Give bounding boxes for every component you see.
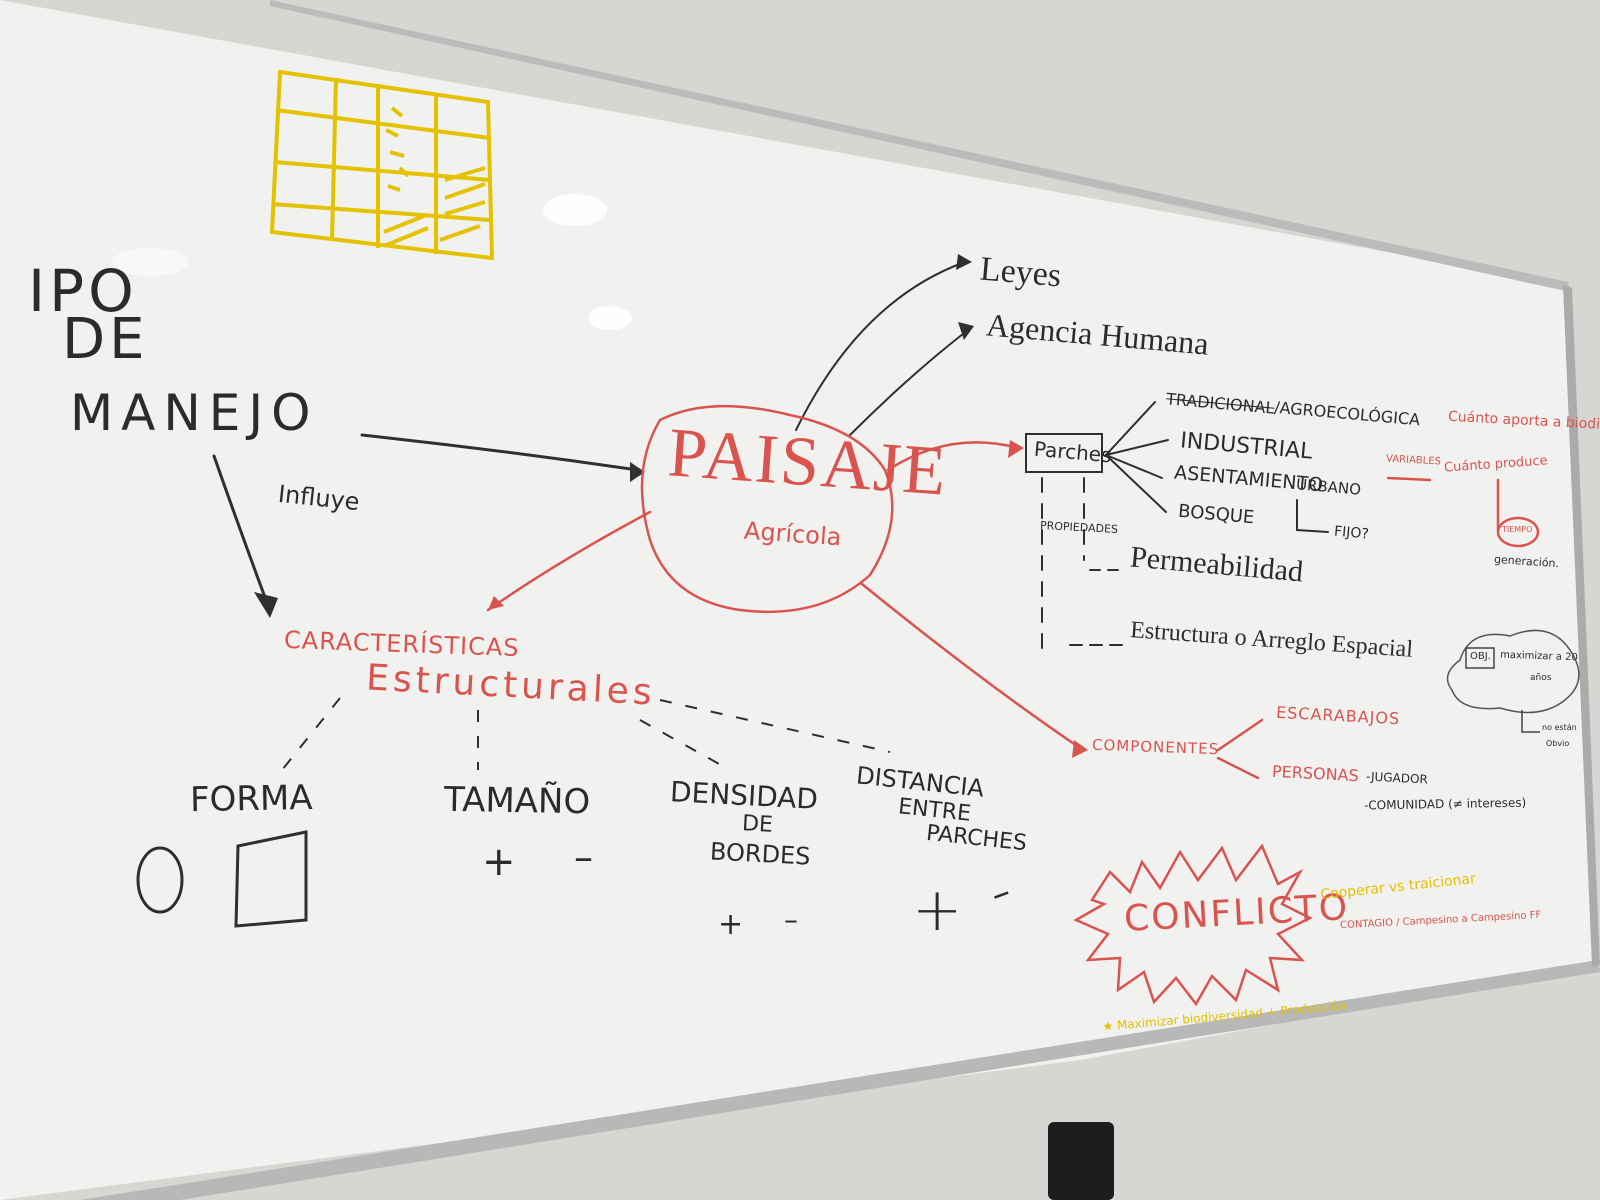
square-shape bbox=[234, 830, 308, 928]
yellow-grid-sketch bbox=[269, 69, 495, 261]
densidad-plus: + bbox=[718, 907, 744, 942]
manejo-label: MANEJO bbox=[70, 384, 319, 442]
arrow-componentes-to-escarabajos bbox=[1216, 718, 1264, 752]
circle-shape bbox=[136, 846, 184, 914]
arrowhead bbox=[488, 596, 504, 610]
leyes-label: Leyes bbox=[978, 250, 1063, 295]
jugador-label: -JUGADOR bbox=[1365, 769, 1429, 787]
arrow-paisaje-to-agencia bbox=[849, 329, 969, 436]
speaker-device bbox=[1048, 1122, 1114, 1200]
light-glare bbox=[112, 248, 188, 276]
densidad-line3: BORDES bbox=[709, 837, 812, 871]
arrow-paisaje-to-leyes bbox=[795, 261, 966, 431]
fijo-label: FIJO? bbox=[1333, 523, 1370, 543]
variables-arrow bbox=[1386, 476, 1432, 482]
componentes-label: COMPONENTES bbox=[1091, 735, 1220, 759]
obj-label: OBJ. bbox=[1470, 651, 1491, 662]
arrow-manejo-to-caracteristicas bbox=[212, 454, 268, 602]
light-glare bbox=[588, 306, 632, 330]
tamano-label: TAMAÑO bbox=[443, 779, 591, 823]
whiteboard-top-frame bbox=[270, 0, 1570, 292]
agricola-subtitle: Agrícola bbox=[743, 516, 843, 552]
obvio-note: Obvio bbox=[1546, 739, 1570, 748]
comunidad-label: -COMUNIDAD (≠ intereses) bbox=[1363, 795, 1527, 813]
light-glare bbox=[543, 194, 607, 226]
arrowhead bbox=[956, 254, 972, 270]
tamano-minus: – bbox=[574, 835, 593, 879]
dash-to-densidad bbox=[639, 719, 731, 771]
arrowhead bbox=[1008, 440, 1024, 458]
tipo-label: IPO bbox=[28, 257, 138, 325]
whiteboard-right-frame bbox=[1563, 285, 1600, 966]
arrowhead bbox=[1072, 740, 1088, 758]
tiempo-label: TIEMPO bbox=[1502, 525, 1533, 534]
densidad-line2: DE bbox=[741, 811, 774, 838]
arrowhead bbox=[630, 462, 645, 482]
distancia-plus: + bbox=[912, 875, 963, 945]
paisaje-blob bbox=[640, 404, 894, 614]
obj-box bbox=[1465, 647, 1495, 669]
no-estan-note: no están bbox=[1542, 723, 1577, 732]
densidad-line1: DENSIDAD bbox=[669, 775, 819, 816]
parches-box-label: Parches bbox=[1033, 436, 1113, 468]
arrow-componentes-to-personas bbox=[1216, 756, 1260, 780]
anos-note: años bbox=[1530, 673, 1552, 683]
de-label: DE bbox=[62, 307, 149, 372]
conflicto-burst bbox=[1073, 843, 1313, 1007]
tamano-plus: + bbox=[482, 839, 516, 885]
arrowhead bbox=[254, 592, 278, 618]
densidad-minus: – bbox=[784, 903, 798, 936]
objetivo-cloud bbox=[1446, 629, 1580, 714]
arrow-manejo-to-paisaje bbox=[360, 433, 640, 472]
parches-box bbox=[1025, 433, 1103, 473]
tiempo-circle bbox=[1496, 516, 1540, 548]
arrow-paisaje-to-componentes bbox=[860, 582, 1082, 750]
forma-label: FORMA bbox=[189, 777, 313, 821]
no-estan-arrow bbox=[1521, 710, 1540, 733]
fijo-arrow bbox=[1296, 499, 1329, 533]
whiteboard-bottom-tray bbox=[80, 960, 1600, 1200]
arrow-paisaje-to-caracteristicas bbox=[486, 510, 652, 612]
personas-label: PERSONAS bbox=[1271, 761, 1360, 786]
arrow-parches-to-types bbox=[1105, 401, 1169, 513]
arrowhead bbox=[958, 322, 974, 340]
propiedades-dashed-line bbox=[1041, 477, 1085, 651]
arrow-paisaje-to-parches bbox=[886, 441, 1020, 472]
